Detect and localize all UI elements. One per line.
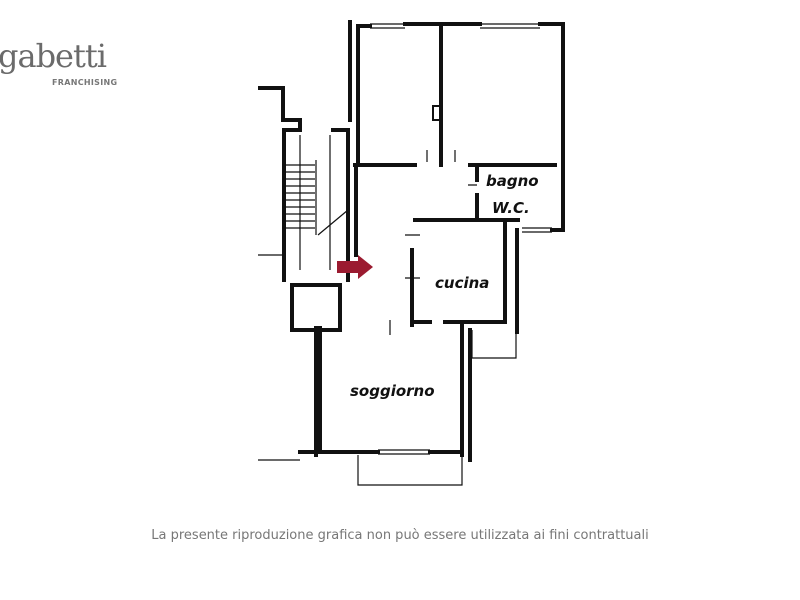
entrance-arrow [337,255,373,279]
stairs-steps [285,135,349,270]
window-bagno [522,227,552,233]
room-label-cucina: cucina [435,274,489,292]
window-top-left [370,23,405,29]
logo-tagline: FRANCHISING [52,78,118,87]
doors [389,150,477,335]
room-label-bagno: bagno [486,172,539,190]
gabetti-logo: gabetti FRANCHISING [0,40,120,96]
stair-walls [282,128,350,282]
room-label-wc: W.C. [492,199,530,217]
balcony-soggiorno [357,455,463,486]
window-top-right [480,23,540,29]
window-soggiorno [378,449,430,455]
disclaimer-text: La presente riproduzione grafica non può… [151,528,649,543]
wall-outer-top-left [356,24,372,167]
background-lines [258,254,300,461]
wall-outer-top-right [538,22,565,232]
balcony-cucina [471,330,517,359]
wall-soggiorno-left [314,326,322,457]
logo-brand: gabetti [0,37,107,75]
room-label-soggiorno: soggiorno [350,382,435,400]
wall-cucina-right [503,218,519,334]
wall-soggiorno-right [460,320,472,462]
